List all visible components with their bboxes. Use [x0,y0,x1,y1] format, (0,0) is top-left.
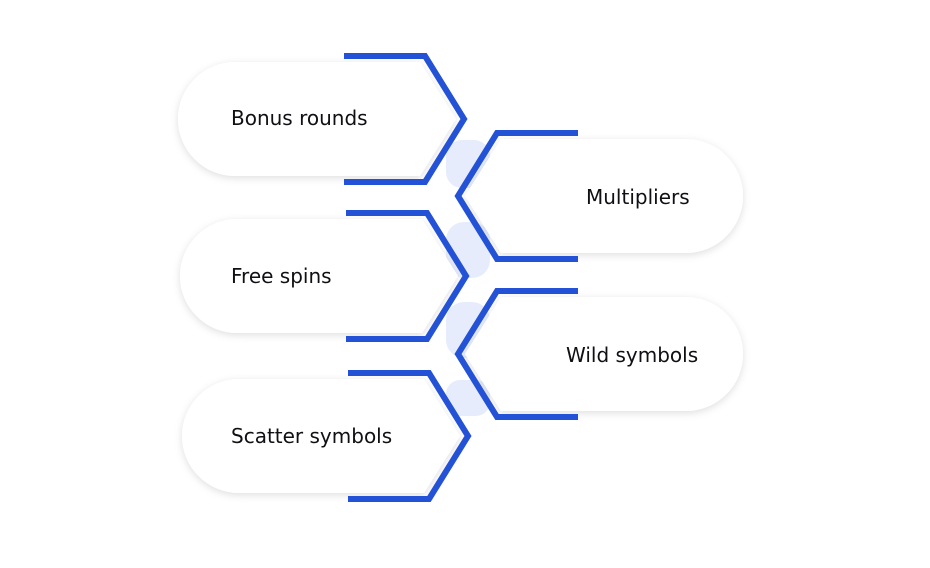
pill-multipliers [454,130,743,262]
label-scatter-symbols: Scatter symbols [231,424,393,448]
pill-bonus-rounds [178,53,468,185]
pill-free-spins [180,210,470,342]
pill-scatter-symbols [182,370,472,502]
pill-wild-symbols [454,288,743,420]
label-multipliers: Multipliers [586,185,690,209]
label-bonus-rounds: Bonus rounds [231,106,368,130]
label-free-spins: Free spins [231,264,332,288]
label-wild-symbols: Wild symbols [566,343,699,367]
